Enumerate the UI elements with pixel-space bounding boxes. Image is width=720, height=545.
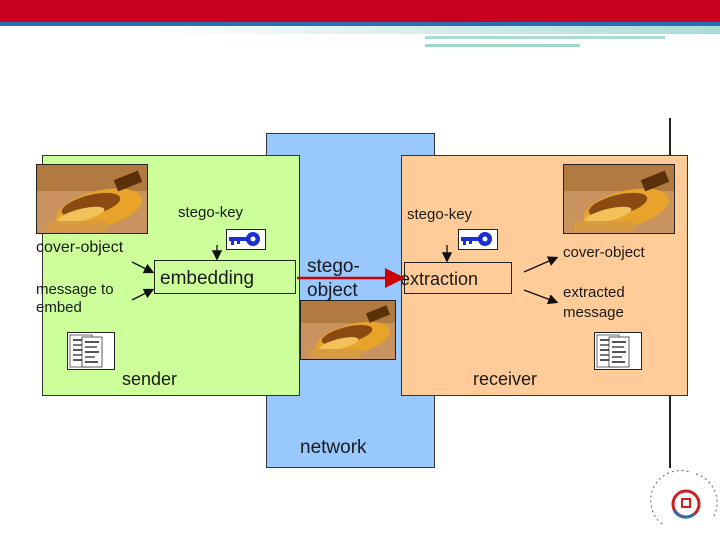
receiver-stego-key-label: stego-key xyxy=(407,206,473,223)
violin-object-icon xyxy=(564,165,674,233)
header-accent-line-1 xyxy=(425,36,665,39)
university-seal-logo xyxy=(650,462,720,540)
document-icon xyxy=(596,334,630,368)
sender-message-label-1: message to xyxy=(36,281,114,298)
network-title: network xyxy=(300,437,367,458)
receiver-message-arrow xyxy=(523,289,559,305)
stego-object-image xyxy=(300,300,396,360)
sender-message-label-2: embed xyxy=(36,299,82,316)
violin-object-icon xyxy=(37,165,147,233)
sender-cover-image xyxy=(36,164,148,234)
receiver-cover-arrow xyxy=(523,256,559,273)
header-blue-bar xyxy=(0,22,720,26)
receiver-title: receiver xyxy=(473,369,538,389)
embedding-label: embedding xyxy=(160,268,255,289)
key-icon xyxy=(229,232,260,246)
receiver-key-box xyxy=(458,229,498,250)
embedding-box xyxy=(154,260,296,294)
header-accent-line-2 xyxy=(425,44,580,47)
violin-object-icon xyxy=(301,301,395,359)
receiver-cover-object-label: cover-object xyxy=(563,244,645,261)
sender-cover-arrow xyxy=(131,261,155,274)
seal-icon xyxy=(650,470,718,525)
receiver-cover-image xyxy=(563,164,675,234)
receiver-message-label-2: message xyxy=(563,304,624,321)
receiver-message-label-1: extracted xyxy=(563,284,625,301)
sender-key-box xyxy=(226,229,266,250)
receiver-message-document xyxy=(594,332,642,370)
header-red-bar xyxy=(0,0,720,22)
sender-message-arrow xyxy=(131,288,155,301)
sender-stego-key-label: stego-key xyxy=(178,204,244,221)
sender-title: sender xyxy=(122,369,178,389)
document-icon xyxy=(69,334,103,368)
stego-object-label-2: object xyxy=(307,280,358,301)
key-icon xyxy=(461,232,492,246)
header-teal-strip xyxy=(0,26,720,34)
stego-object-label-1: stego- xyxy=(307,256,360,277)
extraction-label: extraction xyxy=(400,269,479,289)
sender-cover-object-label: cover-object xyxy=(36,239,124,256)
sender-message-document xyxy=(67,332,115,370)
